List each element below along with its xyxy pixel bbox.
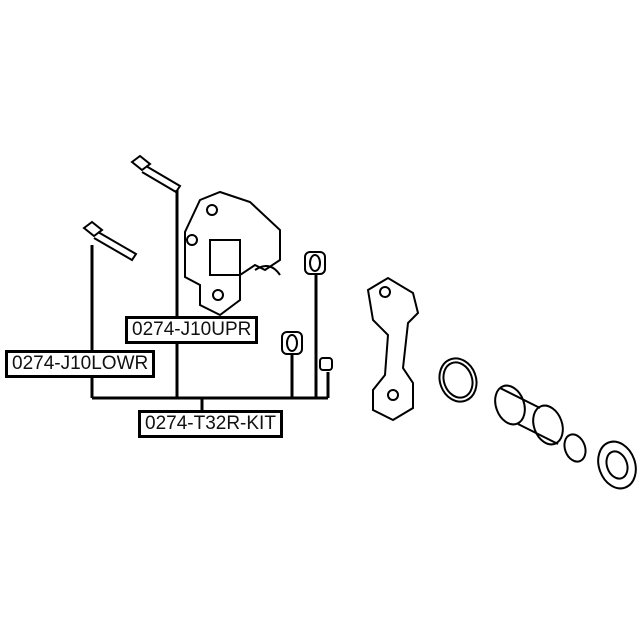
piston: [494, 384, 564, 446]
piston-seal: [438, 357, 478, 403]
retaining-ring: [563, 433, 587, 463]
caliper-bracket: [366, 276, 420, 422]
part-label-upper-pin: 0274-J10UPR: [125, 316, 259, 344]
upper-guide-pin: [130, 154, 182, 194]
dust-boot: [597, 440, 637, 490]
bushing-upper: [304, 251, 326, 275]
lower-guide-pin: [82, 220, 138, 262]
part-label-lower-pin: 0274-J10LOWR: [5, 350, 156, 378]
bushing-lower: [281, 331, 303, 355]
small-cap: [319, 357, 333, 371]
part-label-kit: 0274-T32R-KIT: [138, 410, 283, 438]
caliper-body: [184, 190, 281, 317]
